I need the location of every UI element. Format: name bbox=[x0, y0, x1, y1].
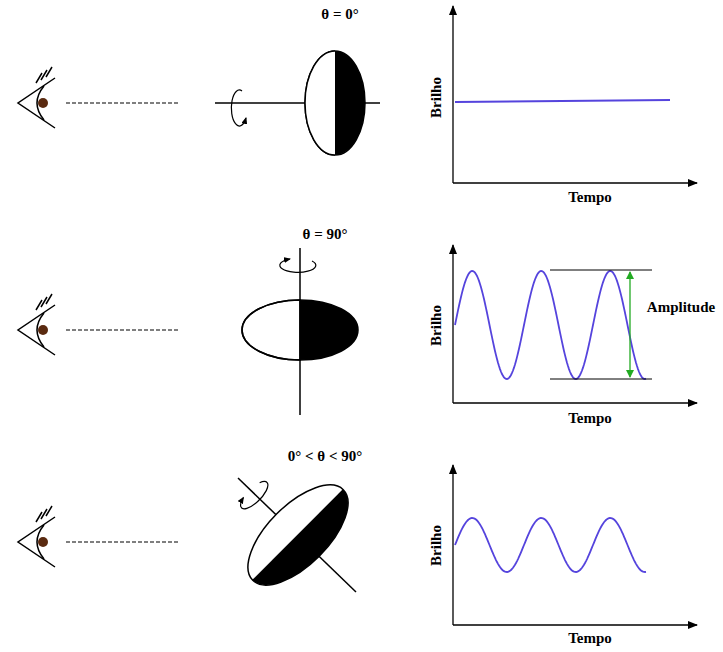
eye-icon bbox=[18, 67, 55, 567]
line-of-sight bbox=[66, 103, 180, 542]
rotating-disc bbox=[232, 469, 365, 602]
amplitude-label: Amplitude bbox=[647, 300, 715, 315]
angle-label: 0° < θ < 90° bbox=[288, 449, 362, 464]
axis-label: Tempo bbox=[568, 411, 612, 426]
brightness-curve bbox=[455, 100, 670, 102]
angle-label: θ = 0° bbox=[321, 7, 358, 22]
amplitude-marker bbox=[550, 270, 652, 379]
axis-label: Brilho bbox=[429, 525, 444, 566]
rotating-disc bbox=[242, 248, 358, 415]
graph-axes bbox=[453, 6, 697, 625]
angle-label: θ = 90° bbox=[303, 227, 348, 242]
axis-label: Tempo bbox=[568, 631, 612, 646]
axis-label: Brilho bbox=[429, 77, 444, 118]
axis-label: Tempo bbox=[568, 190, 612, 205]
rotating-disc bbox=[215, 51, 380, 155]
axis-label: Brilho bbox=[429, 305, 444, 346]
brightness-curve bbox=[455, 271, 646, 379]
brightness-curve bbox=[455, 518, 646, 572]
